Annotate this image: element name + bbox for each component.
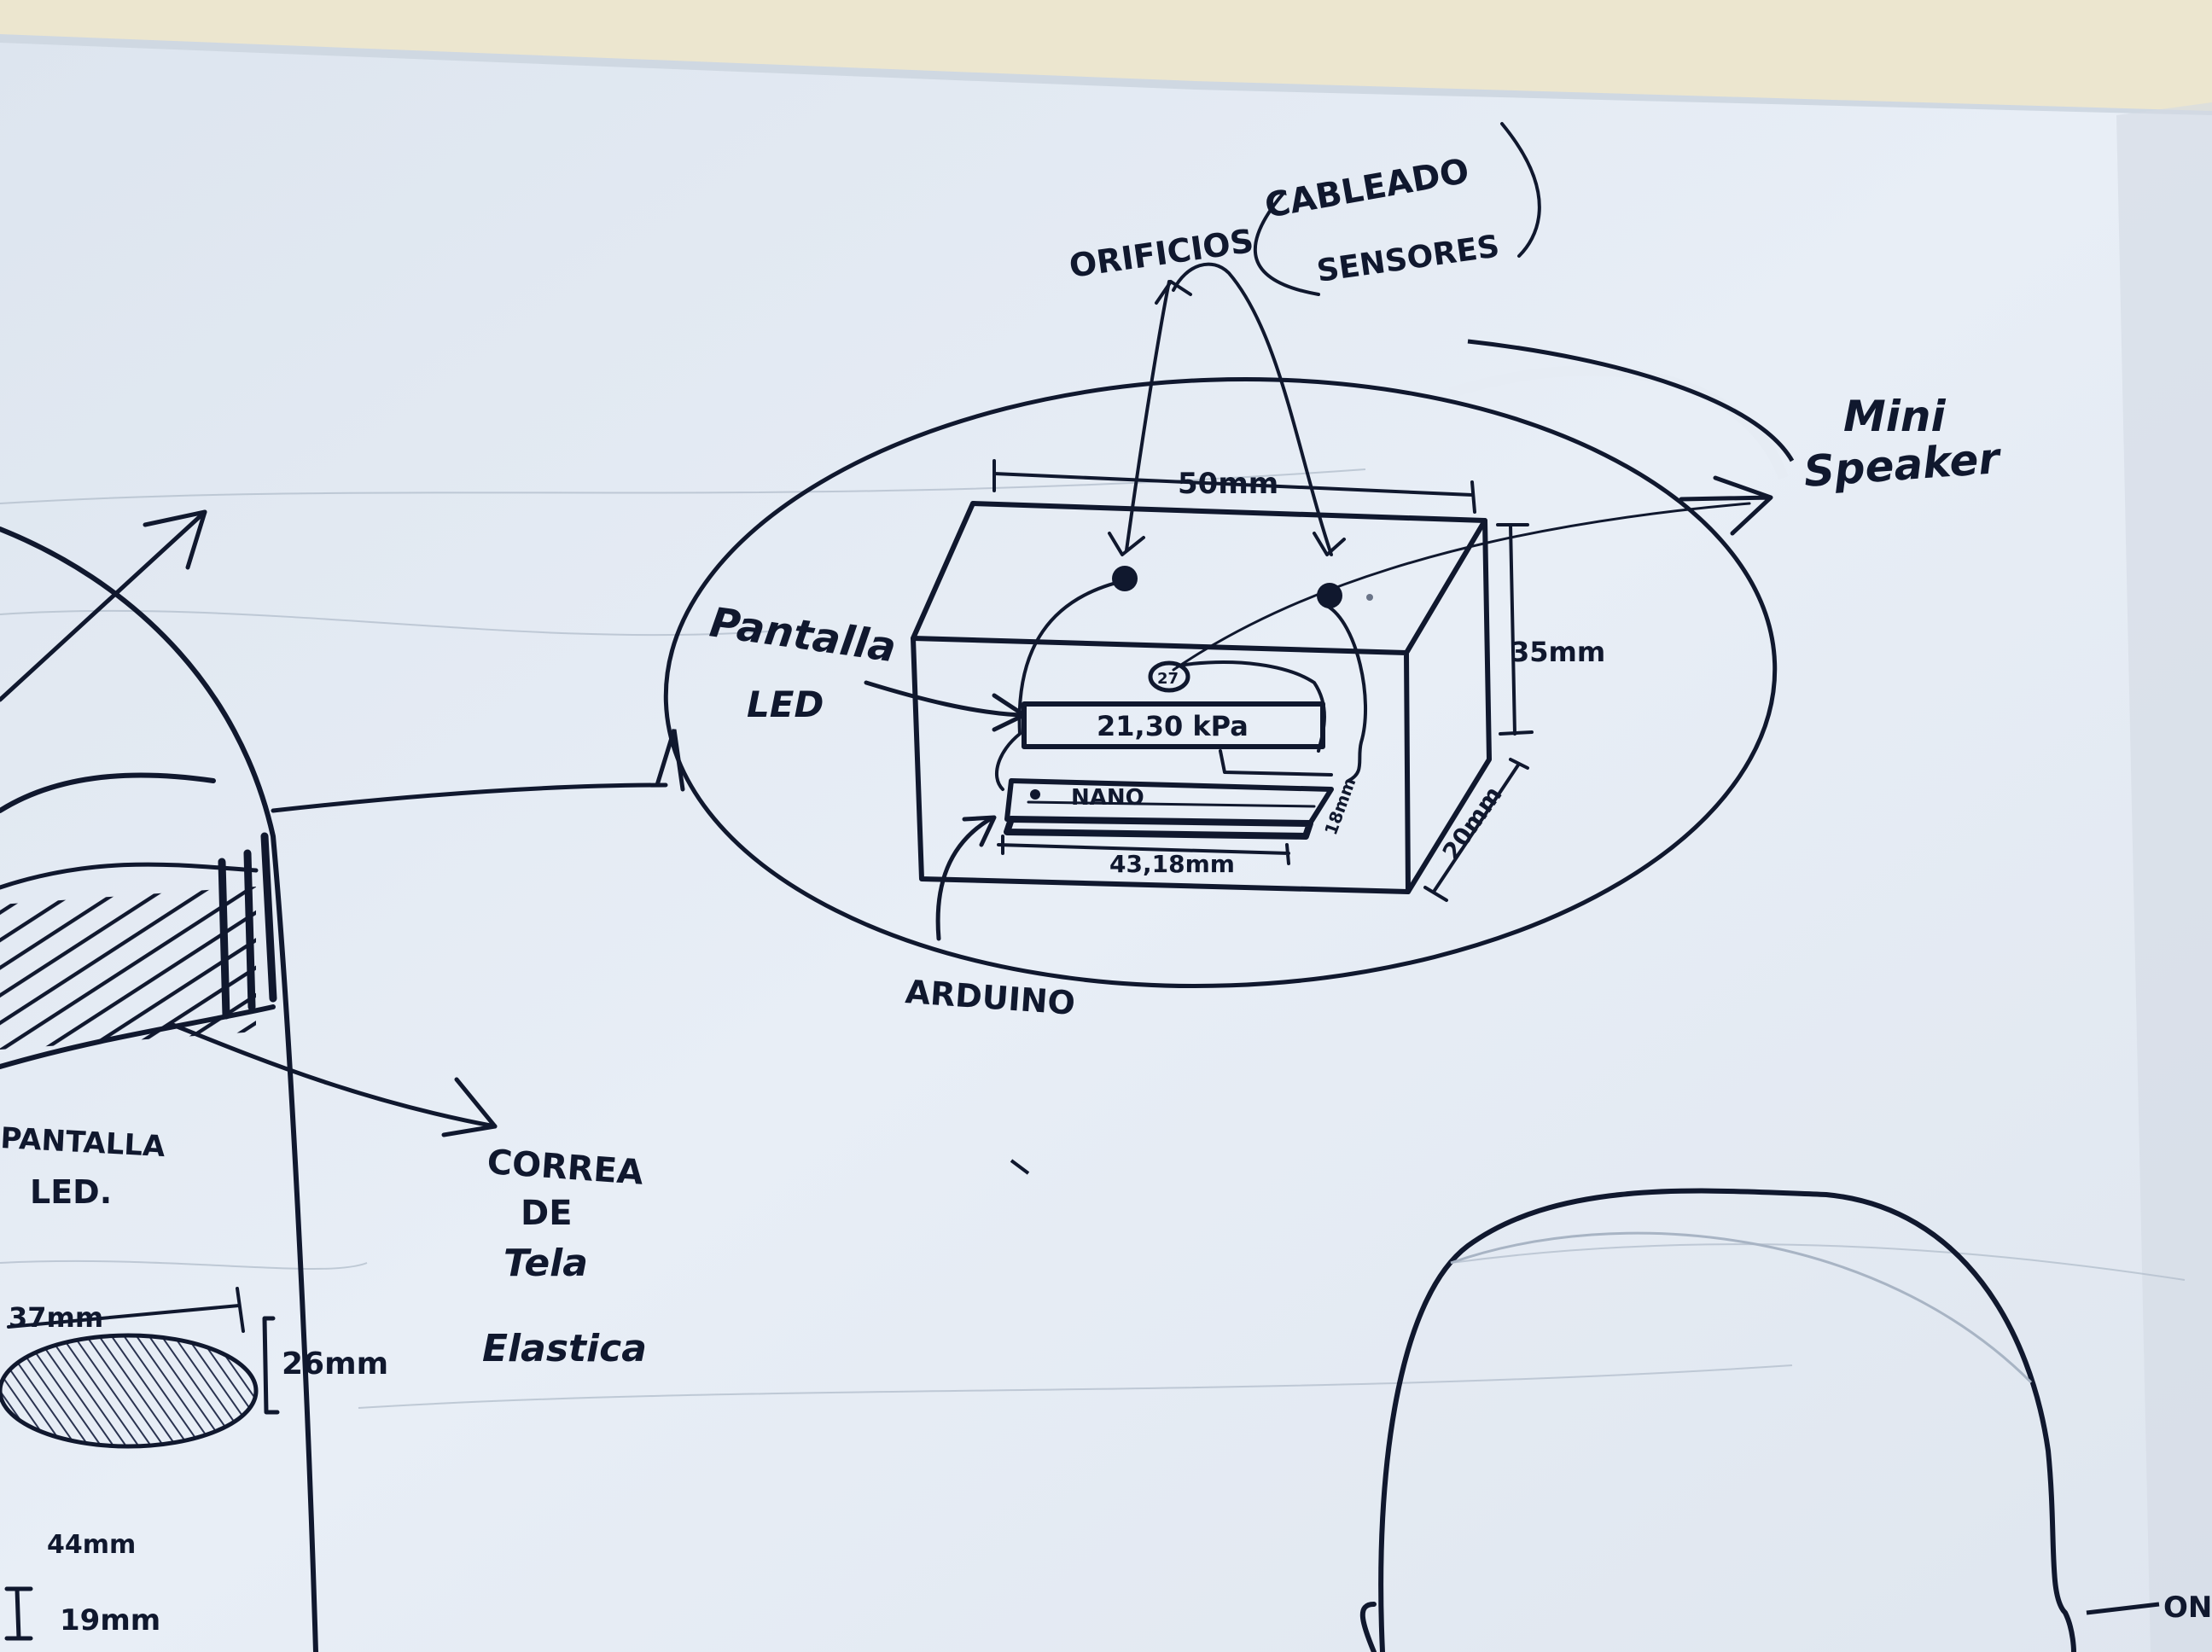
label-height-dim: 35mm: [1511, 636, 1605, 668]
sensor-wire-right: [1325, 604, 1368, 782]
label-cut-right: ON: [2163, 1591, 2212, 1625]
label-dim-26: 26mm: [282, 1347, 388, 1382]
label-de: DE: [521, 1194, 573, 1233]
label-tela: Tela: [504, 1242, 588, 1285]
right-pointer-line: [2086, 1602, 2160, 1615]
label-dim-19: 19mm: [60, 1603, 160, 1637]
zoom-bubble-tail: [1467, 339, 1795, 462]
box-top-face: [911, 501, 1487, 655]
label-mini: Mini: [1843, 392, 1946, 441]
label-led-left: LED.: [30, 1173, 112, 1211]
label-led-main: LED: [747, 683, 824, 725]
strap-top-curve: [0, 772, 216, 813]
orificio-arrow-right: [1172, 262, 1333, 556]
label-dim-37: 37mm: [9, 1301, 103, 1334]
head-pencil-guide: [1450, 1231, 2033, 1384]
correa-arrow: [168, 1021, 498, 1129]
wristband-outline: [0, 526, 318, 1652]
zoom-bubble: [663, 376, 1778, 989]
orificio-arrow-left: [1125, 280, 1171, 552]
left-arrow-up: [0, 509, 207, 702]
zoom-connector: [271, 729, 685, 813]
label-dim-44: 44mm: [47, 1530, 136, 1560]
label-button: 27: [1157, 670, 1179, 688]
sensor-hole-left: [1112, 566, 1138, 591]
sensor-wire-left: [994, 579, 1128, 791]
pantalla-arrow: [864, 680, 1022, 718]
left-oval-sensor: [0, 1333, 259, 1449]
pencil-guides: [0, 468, 2186, 1409]
enclosure-box: [864, 122, 1773, 941]
label-nano: NANO: [1071, 785, 1144, 811]
box-right-face: [1406, 518, 1492, 894]
left-device-sketch: [0, 509, 498, 1652]
head-outline: [1359, 1188, 2076, 1652]
stray-mark: [1010, 1159, 1030, 1175]
label-display-reading: 21,30 kPa: [1097, 710, 1249, 742]
speaker-hole: [1366, 594, 1373, 601]
tape-strip: [0, 0, 2212, 111]
label-elastica: Elastica: [482, 1327, 647, 1370]
label-board-dim: 43,18mm: [1109, 850, 1235, 878]
paper-shadow-right: [2116, 102, 2212, 1652]
nano-dot: [1030, 789, 1040, 800]
arduino-arrow: [935, 817, 992, 941]
speaker-wire: [1172, 502, 1751, 672]
strap-hatched-band: [0, 887, 256, 1050]
sensor-hole-right: [1317, 583, 1342, 608]
label-width-dim: 50mm: [1178, 467, 1278, 501]
push-button: [1148, 660, 1190, 693]
